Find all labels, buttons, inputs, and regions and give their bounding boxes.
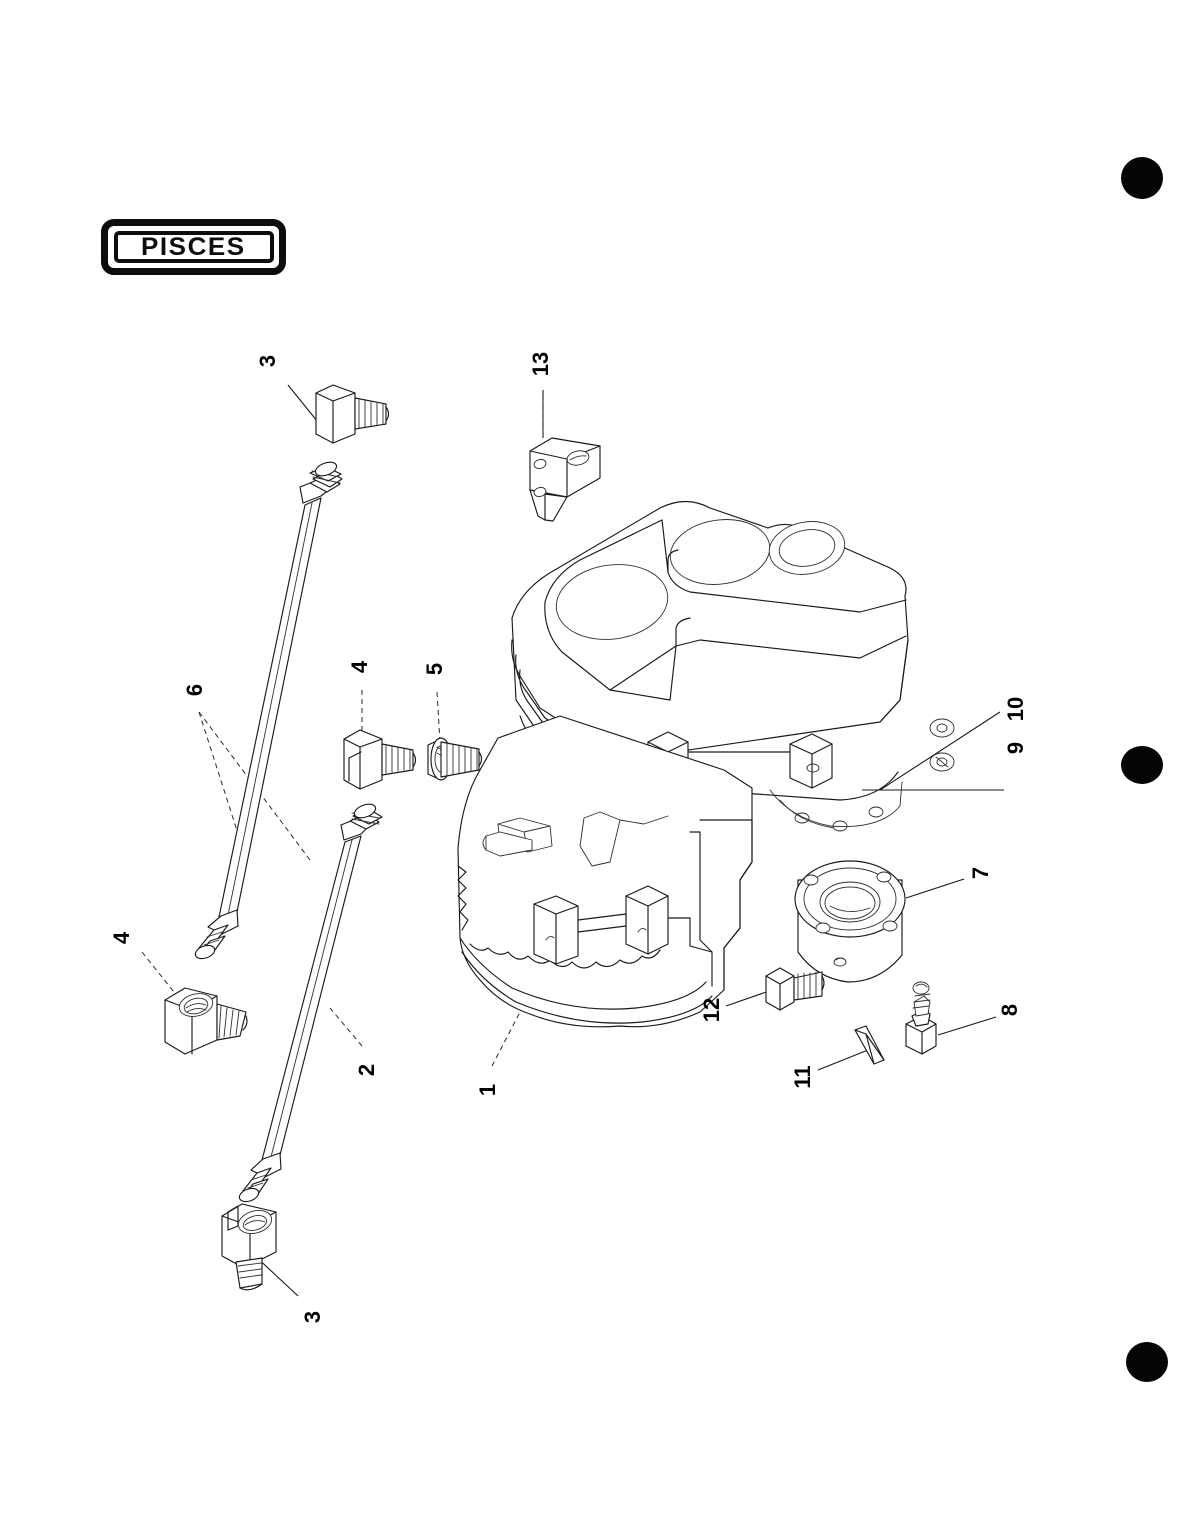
part-hose-assembly-lower (238, 803, 383, 1203)
part-mounting-bracket (529, 437, 601, 522)
part-bearing-flange-housing (794, 860, 906, 983)
logo-text: PISCES (141, 232, 246, 261)
callout-12: 12 (699, 997, 724, 1023)
callout-9: 9 (1003, 741, 1028, 755)
callout-1: 1 (475, 1083, 500, 1097)
callout-13: 13 (528, 351, 553, 377)
callout-8: 8 (997, 1003, 1022, 1017)
callout-4-mid: 4 (347, 660, 372, 674)
callout-6: 6 (182, 683, 207, 697)
part-elbow-fitting-bottom (221, 1203, 277, 1291)
part-grease-fitting (905, 981, 937, 1055)
part-hex-nipple-adapter (427, 737, 483, 781)
punch-bottom (1126, 1342, 1168, 1382)
part-hose-assembly-upper (194, 461, 343, 960)
callout-3-bottom: 3 (300, 1310, 325, 1324)
punch-top (1121, 157, 1163, 199)
callout-11: 11 (790, 1065, 815, 1089)
part-elbow-fitting-middle (343, 729, 417, 790)
part-elbow-fitting-left (164, 987, 248, 1055)
callout-7: 7 (968, 866, 993, 880)
pisces-logo: PISCES (101, 219, 286, 275)
part-elbow-fitting-top (315, 384, 390, 444)
part-hex-bolt (765, 967, 825, 1011)
callout-5: 5 (422, 662, 447, 676)
part-housing-upper-cover (511, 500, 909, 776)
callout-10: 10 (1003, 696, 1028, 722)
part-gasket-base-plate (457, 715, 753, 1028)
callout-4-left: 4 (109, 931, 134, 945)
part-washers (929, 718, 955, 772)
punch-middle (1121, 746, 1163, 784)
part-key (854, 1025, 885, 1065)
logo-inner-frame: PISCES (113, 231, 274, 263)
callout-3-top: 3 (255, 354, 280, 368)
callout-2: 2 (354, 1063, 379, 1077)
